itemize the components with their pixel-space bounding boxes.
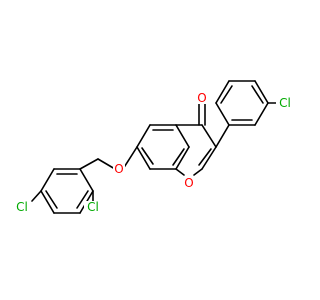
bond <box>175 146 190 170</box>
carbonyl-oxygen-label: O <box>197 91 206 105</box>
bond-lines <box>31 80 279 214</box>
atom-labels: O O O Cl Cl Cl <box>13 91 294 214</box>
label-background <box>84 201 102 213</box>
bond <box>175 124 190 148</box>
bond <box>76 190 89 209</box>
bond <box>136 146 151 170</box>
canvas-background <box>0 0 300 300</box>
bond <box>215 80 230 104</box>
bond <box>254 80 269 104</box>
bond <box>215 124 230 148</box>
bond <box>45 190 58 209</box>
bond <box>79 158 99 170</box>
label-background <box>183 177 195 189</box>
bond <box>141 147 154 165</box>
bond <box>220 85 233 104</box>
bond <box>97 158 116 170</box>
bond <box>79 168 94 192</box>
bond <box>198 148 212 166</box>
label-background <box>196 92 208 104</box>
bond <box>193 168 203 176</box>
bond <box>251 85 264 104</box>
bond <box>201 146 217 170</box>
bond <box>31 190 42 202</box>
bond <box>201 124 217 148</box>
bond <box>172 148 185 166</box>
label-background <box>276 97 294 109</box>
bond <box>254 102 269 126</box>
label-background <box>13 201 31 213</box>
bond <box>215 102 230 126</box>
bond <box>40 168 55 192</box>
ring-oxygen-label: O <box>184 176 193 190</box>
bond <box>175 168 185 176</box>
bond <box>40 190 55 214</box>
chlorine-label-phenyl: Cl <box>279 96 291 110</box>
bond <box>122 146 138 170</box>
molecule-structure-diagram: O O O Cl Cl Cl <box>0 0 300 300</box>
bond <box>136 124 151 148</box>
ether-oxygen-label: O <box>114 162 123 176</box>
label-background <box>113 163 125 175</box>
chlorine-label-ortho: Cl <box>87 200 99 214</box>
chlorine-label-para: Cl <box>16 200 28 214</box>
